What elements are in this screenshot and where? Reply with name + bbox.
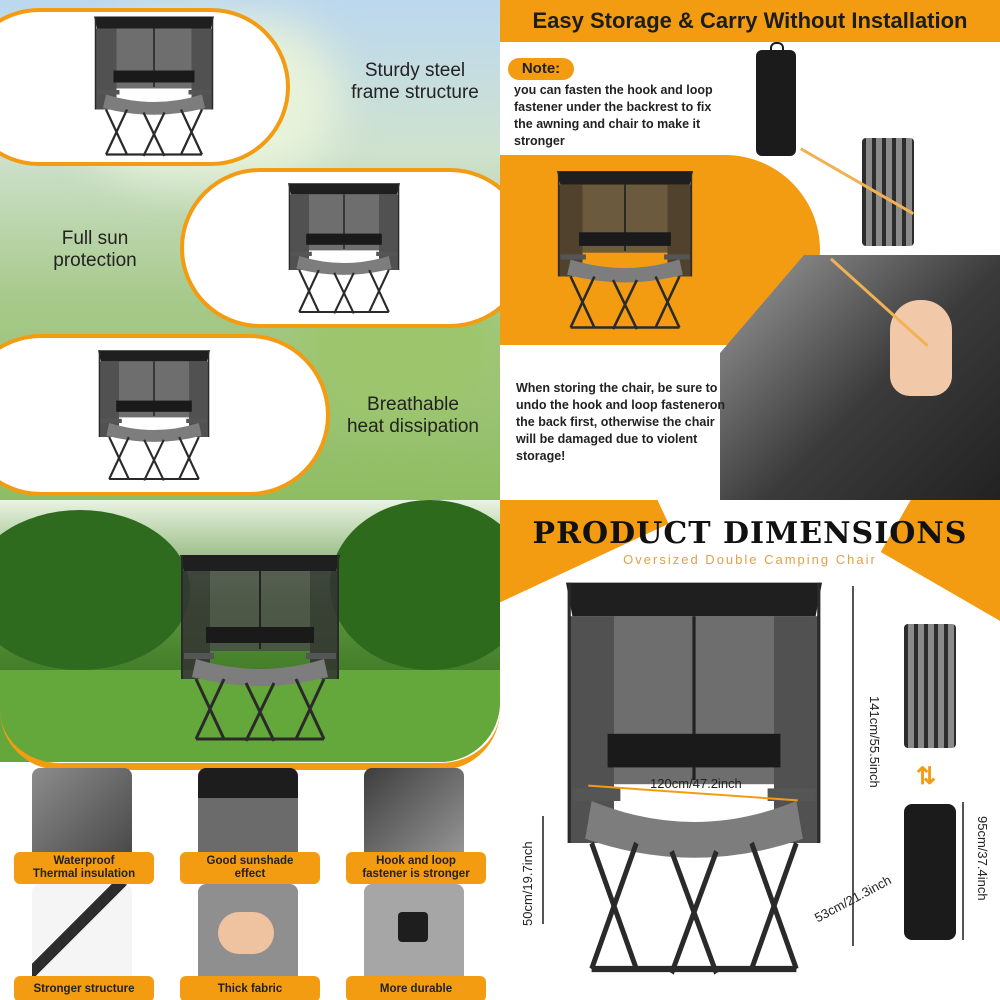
detail-image (32, 884, 132, 984)
hand-image (890, 300, 952, 396)
caption-line: effect (234, 868, 266, 880)
caption-line: Waterproof (53, 855, 115, 867)
text-line: stronger (514, 134, 565, 148)
seat-height-dimension: 50cm/19.7inch (520, 841, 535, 926)
feature-highlights-panel: Sturdy steel frame structure Full sun pr… (0, 0, 500, 500)
label-line: Full sun (61, 228, 129, 249)
detail-structure: Stronger structure (14, 884, 164, 1000)
detail-durable: More durable (346, 884, 496, 1000)
text-line: storage! (516, 449, 566, 463)
caption-line: Hook and loop (376, 855, 456, 867)
text-line: When storing the chair, be sure to (516, 381, 718, 395)
caption-line: Thermal insulation (32, 868, 136, 880)
label-line: frame structure (351, 82, 479, 103)
details-panel: Waterproof Thermal insulation Good sunsh… (0, 500, 500, 1000)
tree-image (0, 510, 190, 670)
caption-line: Good sunshade (206, 855, 294, 867)
storage-panel: Easy Storage & Carry Without Installatio… (500, 0, 1000, 500)
note-badge: Note: (508, 58, 574, 80)
detail-image (364, 768, 464, 868)
text-line: fastener under the backrest to fix (514, 100, 712, 114)
cup-holder-icon (398, 912, 428, 942)
text-line: will be damaged due to violent (516, 432, 698, 446)
label-line: Breathable (367, 394, 459, 415)
detail-caption: Hook and loop fastener is stronger (346, 852, 486, 884)
chair-image (74, 12, 234, 162)
height-line (852, 586, 854, 946)
detail-caption: Waterproof Thermal insulation (14, 852, 154, 884)
feature-card-frame (0, 8, 290, 166)
detail-image (32, 768, 132, 868)
detail-waterproof: Waterproof Thermal insulation (14, 768, 164, 884)
detail-image (198, 884, 298, 984)
carry-bag-image (904, 804, 956, 940)
dimensions-title: PRODUCT DIMENSIONS (532, 516, 968, 551)
bag-length-line (962, 802, 964, 940)
note-text: you can fasten the hook and loop fastene… (514, 82, 734, 150)
width-dimension: 120cm/47.2inch (650, 776, 742, 791)
carry-bag-image (756, 50, 796, 156)
dimensions-subtitle: Oversized Double Camping Chair (623, 552, 877, 567)
warning-text: When storing the chair, be sure to undo … (516, 380, 736, 465)
chair-image (274, 174, 414, 324)
folded-chair-image (862, 138, 914, 246)
dimensions-panel: PRODUCT DIMENSIONS Oversized Double Camp… (500, 500, 1000, 1000)
label-line: heat dissipation (346, 416, 480, 437)
detail-caption: More durable (346, 976, 486, 1000)
chair-image (84, 340, 224, 492)
folded-chair-image (904, 624, 956, 748)
detail-fabric: Thick fabric (180, 884, 330, 1000)
text-line: undo the hook and loop fasteneron (516, 398, 726, 412)
feature-label-sun: Full sun protection (20, 228, 170, 272)
detail-sunshade: Good sunshade effect (180, 768, 330, 884)
swap-arrows-icon: ⇅ (916, 763, 937, 790)
bag-handle (770, 42, 784, 52)
detail-caption: Stronger structure (14, 976, 154, 1000)
orange-arc (0, 710, 500, 770)
bag-length-dimension: 95cm/37.4inch (975, 816, 990, 901)
storage-title: Easy Storage & Carry Without Installatio… (500, 0, 1000, 42)
detail-hook-loop: Hook and loop fastener is stronger (346, 768, 496, 884)
detail-caption: Thick fabric (180, 976, 320, 1000)
seat-height-line (542, 816, 544, 924)
detail-image (364, 884, 464, 984)
hand-image (218, 912, 274, 954)
detail-caption: Good sunshade effect (180, 852, 320, 884)
feature-label-breathable: Breathable heat dissipation (328, 394, 498, 438)
text-line: the awning and chair to make it (514, 117, 701, 131)
chair-image (540, 159, 710, 343)
feature-card-breathable (0, 334, 330, 496)
height-dimension: 141cm/55.5inch (867, 696, 882, 788)
label-line: Sturdy steel (364, 60, 466, 81)
tree-image (330, 500, 500, 670)
detail-image (198, 768, 298, 868)
label-line: protection (53, 250, 137, 271)
feature-card-sun (180, 168, 500, 328)
caption-line: fastener is stronger (362, 868, 470, 880)
feature-label-frame: Sturdy steel frame structure (330, 60, 500, 104)
text-line: the back first, otherwise the chair (516, 415, 715, 429)
text-line: you can fasten the hook and loop (514, 83, 713, 97)
